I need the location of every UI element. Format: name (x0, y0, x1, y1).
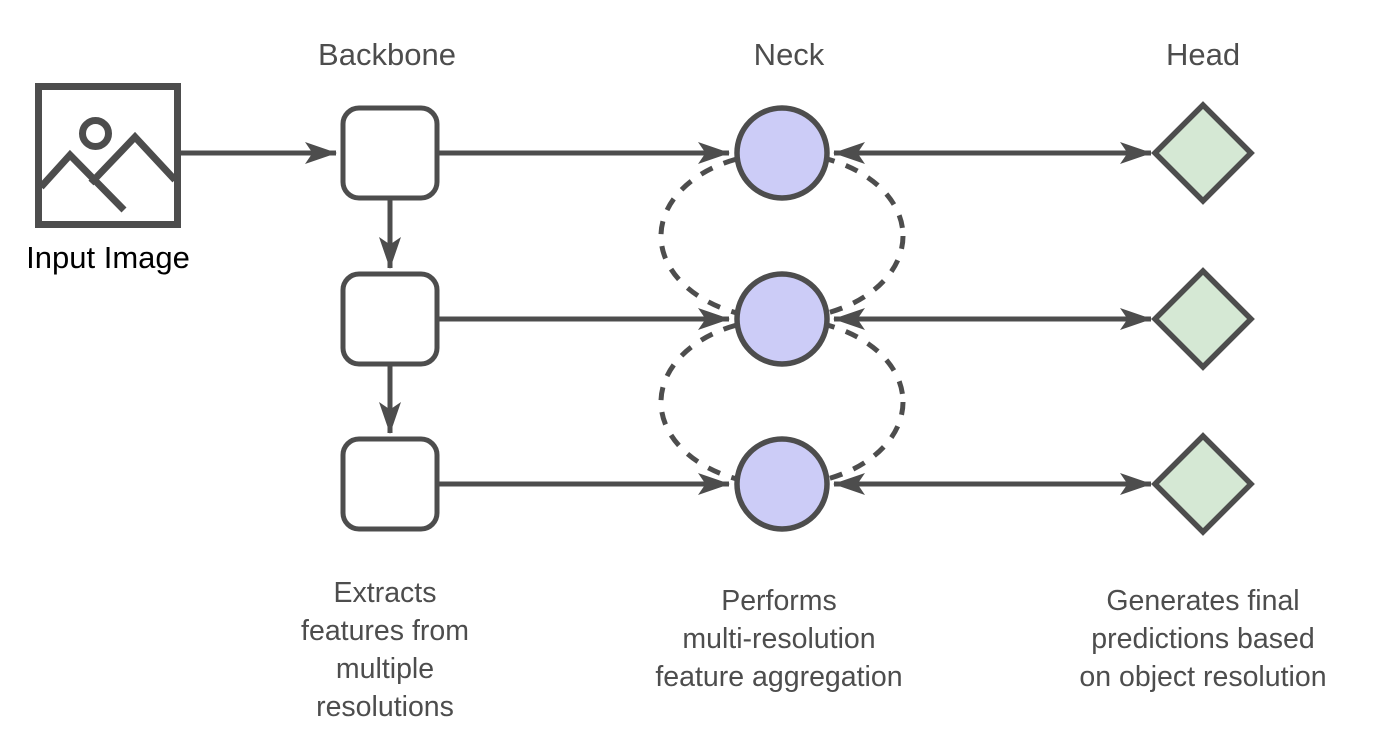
input-image-label: Input Image (26, 240, 190, 275)
neck-node-2 (734, 271, 830, 367)
caption-backbone: Extracts features from multiple resoluti… (301, 577, 469, 723)
head-node-3 (1151, 432, 1255, 536)
column-label-backbone: Backbone (318, 37, 456, 72)
neck-node-3 (734, 436, 830, 532)
input-image-icon (35, 83, 181, 228)
caption-neck: Performs multi-resolution feature aggreg… (655, 585, 903, 693)
mountain-small (38, 149, 127, 213)
backbone-box-3 (340, 436, 440, 532)
column-label-head: Head (1165, 37, 1241, 72)
neck-node-1 (734, 105, 830, 201)
backbone-box-1 (340, 105, 440, 201)
backbone-box-2 (340, 271, 440, 367)
mountain-large (88, 131, 178, 186)
head-node-2 (1151, 267, 1255, 371)
sun-circle (79, 117, 112, 150)
head-node-1 (1151, 101, 1255, 205)
column-label-neck: Neck (753, 37, 825, 72)
caption-head: Generates final predictions based on obj… (1079, 585, 1327, 693)
